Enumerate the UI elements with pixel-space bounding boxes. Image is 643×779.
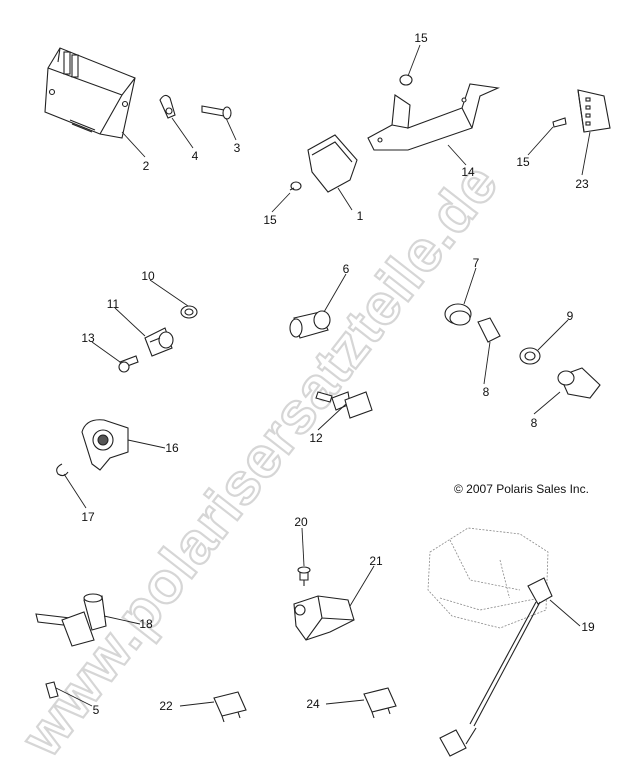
part-sensor-11 — [144, 327, 174, 357]
leader-lines — [55, 44, 591, 707]
callout-20: 20 — [294, 515, 308, 529]
callout-15a: 15 — [414, 31, 428, 45]
part-washer-10 — [180, 305, 198, 319]
callout-18: 18 — [139, 617, 153, 631]
part-tab-8 — [477, 317, 501, 343]
callout-16: 16 — [165, 441, 179, 455]
part-plug-6 — [289, 310, 331, 339]
callout-14: 14 — [461, 165, 475, 179]
callout-13: 13 — [81, 331, 95, 345]
part-map-sensor-21 — [293, 595, 355, 641]
callout-6: 6 — [343, 262, 350, 276]
callout-22: 22 — [159, 699, 173, 713]
part-ecu-box — [44, 47, 136, 139]
callout-23: 23 — [575, 177, 589, 191]
callout-labels: 1 2 3 4 5 6 7 8 8 9 10 11 12 13 14 15 15… — [81, 31, 595, 717]
part-grommet-7 — [444, 303, 472, 326]
callout-11: 11 — [107, 297, 120, 311]
part-bolt-20 — [297, 566, 311, 586]
copyright-text: © 2007 Polaris Sales Inc. — [454, 482, 589, 496]
part-switch-24 — [363, 687, 397, 719]
part-engine-ghost — [427, 527, 549, 629]
callout-1: 1 — [357, 209, 364, 223]
callout-15b: 15 — [516, 155, 530, 169]
callout-19: 19 — [581, 620, 595, 634]
watermark-text: www.polarisersatzteile.de — [8, 151, 511, 769]
callout-4: 4 — [192, 149, 199, 163]
part-pin-5 — [45, 681, 59, 699]
part-sensor-18 — [35, 593, 107, 647]
part-washer-9 — [519, 347, 541, 365]
callout-8a: 8 — [483, 385, 490, 399]
callout-21: 21 — [369, 554, 383, 568]
callout-15c: 15 — [263, 213, 277, 227]
callout-2: 2 — [143, 159, 150, 173]
part-temp-sensor-12 — [315, 391, 373, 419]
part-module-1 — [307, 134, 358, 193]
callout-24: 24 — [306, 697, 320, 711]
part-clip-17 — [56, 463, 69, 477]
callout-9: 9 — [567, 309, 574, 323]
callout-7: 7 — [473, 256, 480, 270]
part-relay-23 — [577, 89, 611, 133]
part-sensor-8 — [557, 367, 601, 399]
callout-8b: 8 — [531, 416, 538, 430]
callout-17: 17 — [81, 510, 95, 524]
part-switch-22 — [213, 691, 247, 723]
callout-10: 10 — [141, 269, 155, 283]
part-bracket-14 — [367, 83, 500, 151]
part-screw-15-right — [552, 117, 567, 128]
part-bolt-13 — [118, 355, 139, 373]
callout-5: 5 — [93, 703, 100, 717]
callout-3: 3 — [234, 141, 241, 155]
part-screw-15-top — [399, 74, 413, 86]
part-sensor-19 — [439, 577, 553, 757]
part-knock-sensor-16 — [81, 419, 129, 471]
part-screw-15-left — [289, 181, 302, 191]
part-screw-3 — [201, 105, 232, 120]
callout-12: 12 — [309, 431, 323, 445]
part-clip — [159, 94, 176, 119]
